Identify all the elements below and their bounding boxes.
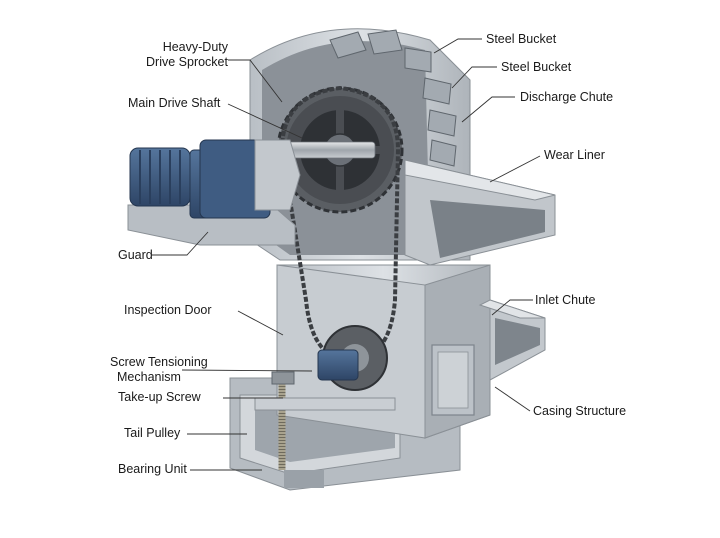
label-steel-bucket-1: Steel Bucket bbox=[486, 32, 557, 46]
lower-casing bbox=[276, 264, 491, 439]
label-steel-bucket-2: Steel Bucket bbox=[501, 60, 572, 74]
label-heavy-duty-line-2: Drive Sprocket bbox=[146, 55, 228, 69]
leader-lines bbox=[151, 38, 541, 471]
inlet-chute-shape bbox=[478, 299, 546, 381]
label-screw-tensioning-mechanism: Screw Tensioning Mechanism bbox=[110, 355, 208, 385]
label-bearing-unit: Bearing Unit bbox=[118, 462, 187, 476]
label-inspection-door: Inspection Door bbox=[124, 303, 212, 317]
label-main-drive-shaft: Main Drive Shaft bbox=[128, 96, 221, 110]
label-screw-tensioning-line-2: Mechanism bbox=[117, 370, 181, 384]
label-take-up-screw: Take-up Screw bbox=[118, 390, 201, 404]
label-heavy-duty-line-1: Heavy-Duty bbox=[162, 40, 228, 54]
label-guard: Guard bbox=[118, 248, 153, 262]
label-casing-structure: Casing Structure bbox=[533, 404, 627, 418]
label-heavy-duty-drive-sprocket: Heavy-Duty Drive Sprocket bbox=[110, 40, 228, 70]
label-wear-liner: Wear Liner bbox=[544, 148, 605, 162]
buckets bbox=[329, 29, 457, 167]
label-inlet-chute: Inlet Chute bbox=[535, 293, 596, 307]
label-tail-pulley: Tail Pulley bbox=[124, 426, 181, 440]
tail-pulley-assembly bbox=[254, 325, 396, 470]
label-discharge-chute: Discharge Chute bbox=[520, 90, 614, 104]
label-screw-tensioning-line-1: Screw Tensioning bbox=[110, 355, 208, 369]
drive-motor-assembly bbox=[127, 139, 301, 246]
